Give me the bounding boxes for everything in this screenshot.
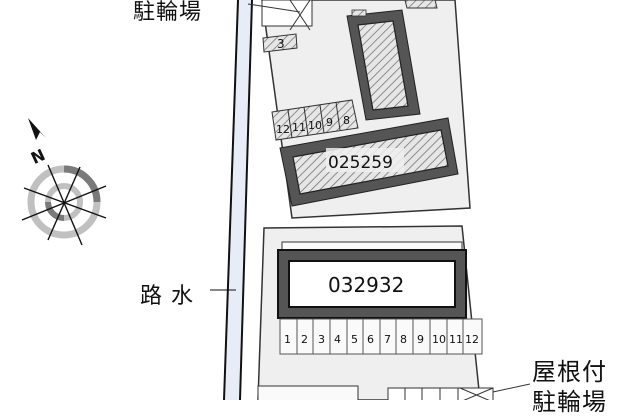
svg-text:10: 10 bbox=[432, 333, 446, 346]
leader-bicycle-top bbox=[247, 3, 301, 13]
svg-text:6: 6 bbox=[367, 333, 374, 346]
building-032932: 032932 bbox=[277, 249, 467, 319]
svg-text:1: 1 bbox=[284, 333, 291, 346]
svg-text:8: 8 bbox=[400, 333, 407, 346]
lower-left-area bbox=[257, 385, 359, 400]
parking-row-lower: 1 2 3 4 5 6 7 8 9 10 11 12 bbox=[279, 318, 483, 355]
north-building bbox=[346, 9, 421, 121]
label-waterway: 路 水 bbox=[140, 284, 194, 309]
svg-text:9: 9 bbox=[326, 116, 333, 129]
parking-space-3-upper: 3 bbox=[262, 33, 298, 53]
svg-text:3: 3 bbox=[277, 37, 285, 51]
parking-row-upper: 12 11 10 9 8 bbox=[271, 99, 359, 141]
svg-text:025259: 025259 bbox=[328, 153, 393, 173]
svg-text:9: 9 bbox=[417, 333, 424, 346]
waterway bbox=[223, 0, 253, 400]
building-025259: 025259 bbox=[279, 117, 459, 207]
svg-text:10: 10 bbox=[308, 119, 322, 132]
svg-text:11: 11 bbox=[292, 121, 306, 134]
svg-text:7: 7 bbox=[384, 333, 391, 346]
svg-text:3: 3 bbox=[318, 333, 325, 346]
label-bicycle-parking-top: 駐輪場 bbox=[133, 0, 203, 25]
svg-text:11: 11 bbox=[449, 333, 463, 346]
svg-text:2: 2 bbox=[301, 333, 308, 346]
svg-text:12: 12 bbox=[276, 123, 290, 136]
svg-text:032932: 032932 bbox=[328, 273, 404, 297]
svg-text:N: N bbox=[28, 145, 48, 168]
compass-icon: N bbox=[21, 118, 107, 246]
site-map: 3 12 11 10 9 8 025259 032932 bbox=[21, 0, 531, 400]
svg-text:4: 4 bbox=[334, 333, 341, 346]
label-covered-bicycle-parking-1: 屋根付 bbox=[532, 358, 607, 386]
svg-text:12: 12 bbox=[465, 333, 479, 346]
svg-text:5: 5 bbox=[351, 333, 358, 346]
svg-text:8: 8 bbox=[343, 114, 350, 127]
